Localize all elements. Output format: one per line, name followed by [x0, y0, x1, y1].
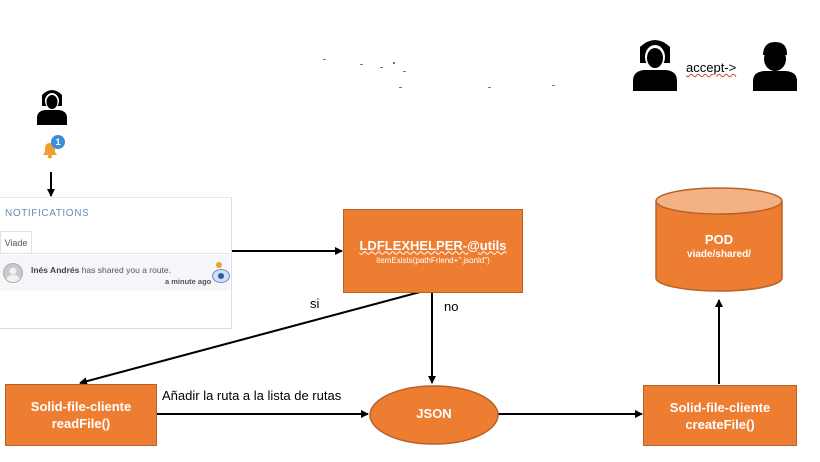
arrow-ldflex-to-readfile-si — [79, 291, 421, 386]
person-woman-notified-icon — [37, 90, 67, 125]
readfile-line2: readFile() — [51, 416, 111, 431]
json-label: JSON — [416, 406, 452, 421]
faint-specks — [323, 59, 555, 88]
tab-viade[interactable]: Viade — [0, 231, 32, 253]
tab-viade-label: Viade — [4, 237, 28, 248]
ldflex-helper-title: LDFLEXHELPER-@utils — [359, 237, 507, 253]
createfile-line1: Solid-file-cliente — [669, 399, 771, 415]
notification-message: has shared you a route. — [79, 265, 172, 275]
pod-cylinder — [655, 187, 783, 292]
notification-text: Inés Andrés has shared you a route. — [31, 265, 171, 275]
avatar-person-icon — [6, 267, 20, 282]
person-man-icon — [753, 42, 797, 91]
pod-label: POD viade/shared/ — [655, 232, 783, 260]
pod-subtitle: viade/shared/ — [687, 249, 751, 260]
notification-badge: 1 — [51, 135, 65, 149]
createfile-box: Solid-file-cliente createFile() — [643, 385, 797, 446]
readfile-box: Solid-file-cliente readFile() — [5, 384, 157, 446]
ldflex-helper-box: LDFLEXHELPER-@utils itemExists(pathFrien… — [343, 209, 523, 293]
eye-pupil — [218, 273, 224, 279]
createfile-line2: createFile() — [685, 416, 755, 432]
json-ellipse — [369, 385, 499, 445]
unread-dot-icon — [216, 262, 222, 268]
person-woman-icon — [633, 40, 677, 91]
edge-label-si: si — [310, 296, 320, 311]
avatar — [3, 263, 23, 283]
notification-badge-count: 1 — [55, 137, 61, 147]
mark-read-eye-icon[interactable] — [212, 269, 230, 283]
notification-user: Inés Andrés — [31, 265, 80, 275]
notifications-panel: NOTIFICATIONS Viade Inés Andrés has shar… — [0, 197, 232, 329]
notification-item[interactable]: Inés Andrés has shared you a route. a mi… — [0, 255, 230, 291]
accept-label: accept-> — [686, 60, 737, 75]
notifications-title: NOTIFICATIONS — [5, 208, 90, 219]
edge-label-add-route: Añadir la ruta a la lista de rutas — [162, 388, 342, 403]
pod-title: POD — [704, 232, 734, 247]
notification-time: a minute ago — [165, 277, 212, 286]
ldflex-helper-subtitle: itemExists(pathFriend+".jsonld") — [376, 255, 490, 265]
edge-label-no: no — [444, 299, 459, 314]
notifications-tab-bar: Viade — [0, 231, 230, 254]
readfile-line1: Solid-file-cliente — [30, 399, 132, 414]
